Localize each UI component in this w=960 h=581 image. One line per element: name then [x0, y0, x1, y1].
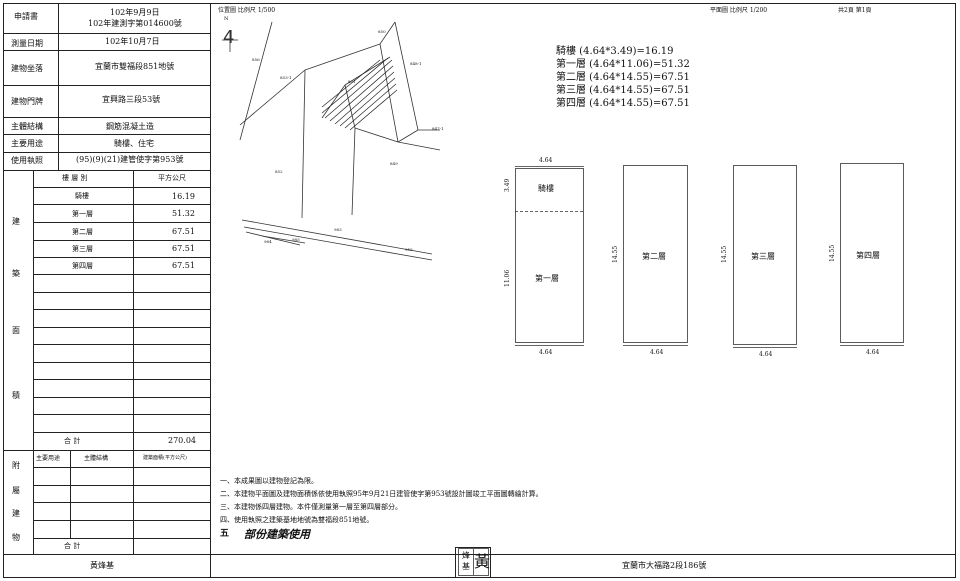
parcel-label: 856	[252, 57, 260, 62]
floor3-depth-dim: 14.55	[721, 245, 728, 263]
floor1-width-dim: 4.64	[539, 349, 553, 356]
area-side-char-2: 築	[12, 269, 20, 278]
site-building-hatch	[321, 57, 398, 131]
area-row-value: 67.51	[172, 261, 195, 270]
area-formula: 第四層 (4.64*14.55)=67.51	[556, 98, 690, 109]
north-label: N	[224, 16, 229, 22]
annex-head-use: 主要用途	[36, 455, 61, 462]
annex-head-area: 建築面積(平方公尺)	[143, 455, 187, 461]
surveyor-name: 黃烽基	[90, 561, 114, 570]
note-line: 二、本建物平面圖及建物面積係依使用執照95年9月21日建管使字第953號設計圖竣…	[220, 490, 543, 498]
license-label: 使用執照	[11, 156, 43, 165]
use-label: 主要用途	[11, 139, 43, 148]
area-head-area: 平方公尺	[158, 174, 186, 182]
area-row-value: 51.32	[172, 209, 195, 218]
arcade-label: 騎樓	[538, 184, 554, 193]
floor4-label: 第四層	[856, 251, 880, 260]
floor2-width-dim: 4.64	[650, 349, 664, 356]
floor1-label: 第一層	[535, 274, 559, 283]
parcel-label: 851	[348, 79, 356, 84]
area-formula: 第一層 (4.64*11.06)=51.32	[556, 59, 690, 70]
survey-date: 102年10月7日	[105, 37, 160, 46]
floor4-depth-dim: 14.55	[829, 244, 836, 262]
annex-side-char-3: 建	[12, 509, 20, 518]
location-value: 宜蘭市雙福段851地號	[95, 62, 175, 71]
floor3-label: 第三層	[751, 252, 775, 261]
annex-side-char-1: 附	[12, 461, 20, 470]
parcel-label: 853-1	[280, 75, 292, 80]
parcel-label: 849	[390, 161, 398, 166]
door-label: 建物門牌	[11, 97, 43, 106]
area-formula: 第二層 (4.64*14.55)=67.51	[556, 72, 690, 83]
area-row-value: 67.51	[172, 244, 195, 253]
partial-use-prefix: 五	[220, 529, 230, 539]
use-value: 騎樓、住宅	[114, 139, 154, 148]
floor2-depth-dim: 14.55	[612, 245, 619, 263]
stamp-big: 黃	[474, 552, 491, 571]
door-value: 宜興路三段53號	[102, 95, 161, 104]
area-row-value: 67.51	[172, 227, 195, 236]
annex-side-char-2: 屬	[12, 486, 20, 495]
annex-total-label: 合 計	[64, 542, 81, 550]
survey-date-label: 測量日期	[11, 39, 43, 48]
arcade-width-dim: 4.64	[539, 157, 553, 164]
floor-plan-lines	[515, 163, 904, 348]
apply-label: 申請書	[14, 12, 38, 21]
floor1-depth-dim: 11.06	[504, 269, 511, 287]
area-side-char-4: 積	[12, 391, 20, 400]
annex-side-char-4: 物	[12, 533, 20, 542]
license-value: (95)(9)(21)建管使字第953號	[76, 155, 184, 164]
floor4-width-dim: 4.64	[866, 349, 880, 356]
site-plan-lines	[222, 21, 441, 261]
stamp-small: 烽基	[462, 551, 470, 571]
annex-head-struct: 主體結構	[84, 455, 109, 462]
floor2-label: 第二層	[642, 252, 666, 261]
partial-use-text: 部份建築使用	[244, 528, 310, 541]
structure-value: 鋼筋混凝土造	[106, 122, 154, 131]
area-head-floor: 樓 層 別	[62, 174, 88, 182]
note-line: 四、使用執照之建築基地地號為雙福段851地號。	[220, 516, 374, 524]
area-row-floor: 第四層	[72, 262, 93, 270]
floor-plan-title: 平面圖 比例尺 1/200	[710, 7, 768, 14]
area-row-floor: 第二層	[72, 228, 93, 236]
site-plan-title: 位置圖 比例尺 1/500	[218, 7, 276, 14]
parcel-label: 847-1	[432, 126, 444, 131]
structure-label: 主體結構	[11, 122, 43, 131]
parcel-label: 848-1	[410, 61, 422, 66]
north-arrow-icon: 4	[223, 27, 235, 48]
office-address: 宜蘭市大福路2段186號	[622, 561, 707, 570]
area-row-floor: 第一層	[72, 210, 93, 218]
apply-date: 102年9月9日	[110, 8, 160, 17]
area-side-char-1: 建	[12, 217, 20, 226]
area-row-floor: 第三層	[72, 245, 93, 253]
area-formula: 騎樓 (4.64*3.49)=16.19	[556, 46, 674, 57]
floor3-width-dim: 4.64	[759, 351, 773, 358]
parcel-label: 850	[378, 29, 386, 34]
area-row-value: 16.19	[172, 192, 195, 201]
parcel-label: 983	[334, 227, 342, 232]
area-total-label: 合 計	[64, 437, 81, 445]
area-total-value: 270.04	[168, 436, 196, 445]
note-line: 三、本建物係四層建物。本件僅測量第一層至第四層部分。	[220, 503, 402, 511]
apply-number: 102年建測字第014600號	[88, 19, 182, 28]
parcel-label: 985	[292, 237, 300, 242]
location-label: 建物坐落	[11, 64, 43, 73]
area-side-char-3: 面	[12, 326, 20, 335]
parcel-label: 984	[264, 239, 272, 244]
parcel-label: 852	[275, 169, 283, 174]
parcel-label: 955	[405, 247, 413, 252]
page-counter: 共2頁 第1頁	[838, 7, 872, 14]
note-line: 一、本成果圖以建物登記為限。	[220, 477, 318, 485]
area-row-floor: 騎樓	[75, 192, 89, 200]
area-formula: 第三層 (4.64*14.55)=67.51	[556, 85, 690, 96]
arcade-depth-dim: 3.49	[504, 178, 511, 192]
